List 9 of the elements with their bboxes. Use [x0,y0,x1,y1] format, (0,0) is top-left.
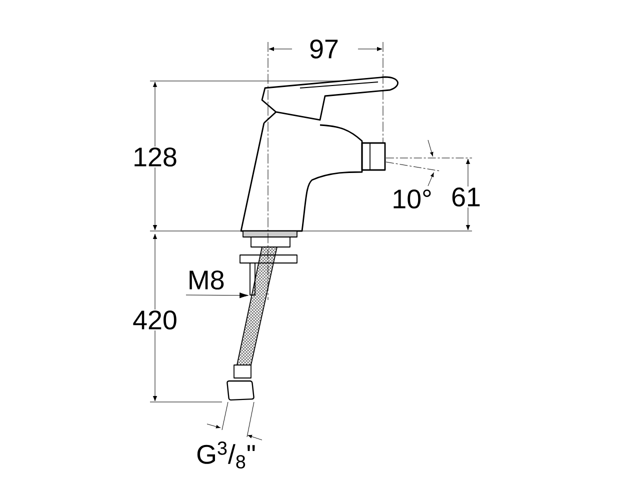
dimension-label: 10° [390,188,434,210]
dimension-label: 97 [308,38,340,60]
leader-line [186,292,249,298]
dimension-label: 420 [132,309,178,330]
dimension-label: 128 [132,146,178,168]
thread-label: M8 [190,270,224,290]
threaded-rod [250,262,256,296]
dimension-label: G$^{3}$/$_{8}$" [195,440,257,470]
dimension-label: 61 [450,186,482,208]
